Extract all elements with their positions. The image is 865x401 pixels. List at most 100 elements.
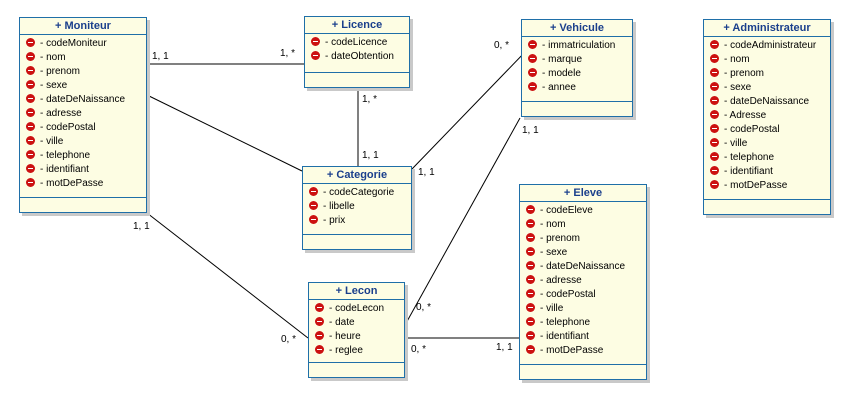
operations-compartment: [20, 197, 146, 212]
private-icon: [710, 166, 719, 175]
operations-compartment: [305, 72, 409, 87]
multiplicity-label: 1, 1: [133, 221, 150, 232]
class-moniteur[interactable]: + Moniteur - codeMoniteur - nom - prenom…: [19, 17, 147, 213]
attribute: - prenom: [20, 65, 146, 79]
class-lecon[interactable]: + Lecon - codeLecon - date - heure - reg…: [308, 282, 405, 378]
attribute: - modele: [522, 67, 632, 81]
attribute: - adresse: [520, 274, 646, 288]
attribute: - motDePasse: [704, 179, 830, 193]
private-icon: [526, 345, 535, 354]
private-icon: [526, 317, 535, 326]
attribute: - identifiant: [704, 165, 830, 179]
multiplicity-label: 0, *: [494, 40, 510, 51]
multiplicity-label: 1, 1: [362, 150, 379, 161]
operations-compartment: [309, 362, 404, 377]
attribute: - nom: [20, 51, 146, 65]
operations-compartment: [704, 199, 830, 214]
private-icon: [311, 37, 320, 46]
assoc-vehicule-categorie: [411, 49, 528, 170]
multiplicity-label: 1, 1: [522, 125, 539, 136]
attribute: - ville: [20, 135, 146, 149]
private-icon: [526, 331, 535, 340]
attribute: - codePostal: [20, 121, 146, 135]
operations-compartment: [520, 364, 646, 379]
private-icon: [528, 82, 537, 91]
private-icon: [526, 219, 535, 228]
attribute: - codePostal: [704, 123, 830, 137]
private-icon: [526, 233, 535, 242]
class-eleve[interactable]: + Eleve - codeEleve - nom - prenom - sex…: [519, 184, 647, 380]
attribute: - telephone: [520, 316, 646, 330]
private-icon: [526, 261, 535, 270]
class-name: + Eleve: [520, 185, 646, 202]
private-icon: [710, 68, 719, 77]
attribute: - nom: [704, 53, 830, 67]
private-icon: [710, 96, 719, 105]
multiplicity-label: 1, 1: [152, 51, 169, 62]
private-icon: [26, 52, 35, 61]
multiplicity-label: 0, *: [281, 334, 297, 345]
operations-compartment: [522, 101, 632, 116]
private-icon: [315, 303, 324, 312]
class-vehicule[interactable]: + Vehicule - immatriculation - marque - …: [521, 19, 633, 117]
attribute-list: - codeCategorie - libelle - prix: [303, 184, 411, 228]
assoc-moniteur-lecon: [146, 212, 309, 339]
class-name: + Lecon: [309, 283, 404, 300]
attribute-list: - codeMoniteur - nom - prenom - sexe - d…: [20, 35, 146, 191]
private-icon: [528, 40, 537, 49]
private-icon: [26, 178, 35, 187]
attribute: - dateObtention: [305, 50, 409, 64]
class-name: + Categorie: [303, 167, 411, 184]
attribute: - sexe: [20, 79, 146, 93]
attribute: - ville: [704, 137, 830, 151]
attribute-list: - codeLecon - date - heure - reglee: [309, 300, 404, 358]
private-icon: [26, 94, 35, 103]
attribute: - motDePasse: [520, 344, 646, 358]
private-icon: [315, 317, 324, 326]
attribute: - identifiant: [20, 163, 146, 177]
attribute: - sexe: [520, 246, 646, 260]
assoc-vehicule-lecon: [404, 117, 521, 326]
attribute: - motDePasse: [20, 177, 146, 191]
class-administrateur[interactable]: + Administrateur - codeAdministrateur - …: [703, 19, 831, 215]
attribute: - marque: [522, 53, 632, 67]
private-icon: [309, 187, 318, 196]
class-categorie[interactable]: + Categorie - codeCategorie - libelle - …: [302, 166, 412, 250]
attribute: - prix: [303, 214, 411, 228]
private-icon: [526, 289, 535, 298]
private-icon: [526, 303, 535, 312]
attribute-list: - codeLicence - dateObtention: [305, 34, 409, 64]
private-icon: [311, 51, 320, 60]
private-icon: [710, 152, 719, 161]
multiplicity-label: 0, *: [416, 302, 432, 313]
private-icon: [710, 82, 719, 91]
private-icon: [528, 54, 537, 63]
private-icon: [315, 345, 324, 354]
assoc-moniteur-categorie: [146, 94, 303, 172]
class-name: + Moniteur: [20, 18, 146, 35]
private-icon: [26, 164, 35, 173]
attribute: - codeLicence: [305, 36, 409, 50]
private-icon: [528, 68, 537, 77]
attribute: - sexe: [704, 81, 830, 95]
private-icon: [710, 124, 719, 133]
private-icon: [710, 110, 719, 119]
private-icon: [710, 40, 719, 49]
multiplicity-label: 1, 1: [418, 167, 435, 178]
private-icon: [26, 38, 35, 47]
attribute-list: - codeAdministrateur - nom - prenom - se…: [704, 37, 830, 193]
operations-compartment: [303, 234, 411, 249]
attribute: - Adresse: [704, 109, 830, 123]
multiplicity-label: 1, 1: [496, 342, 513, 353]
private-icon: [710, 138, 719, 147]
class-licence[interactable]: + Licence - codeLicence - dateObtention: [304, 16, 410, 88]
class-name: + Vehicule: [522, 20, 632, 37]
attribute: - prenom: [520, 232, 646, 246]
private-icon: [315, 331, 324, 340]
private-icon: [309, 215, 318, 224]
class-name: + Licence: [305, 17, 409, 34]
attribute: - ville: [520, 302, 646, 316]
class-name: + Administrateur: [704, 20, 830, 37]
private-icon: [26, 80, 35, 89]
